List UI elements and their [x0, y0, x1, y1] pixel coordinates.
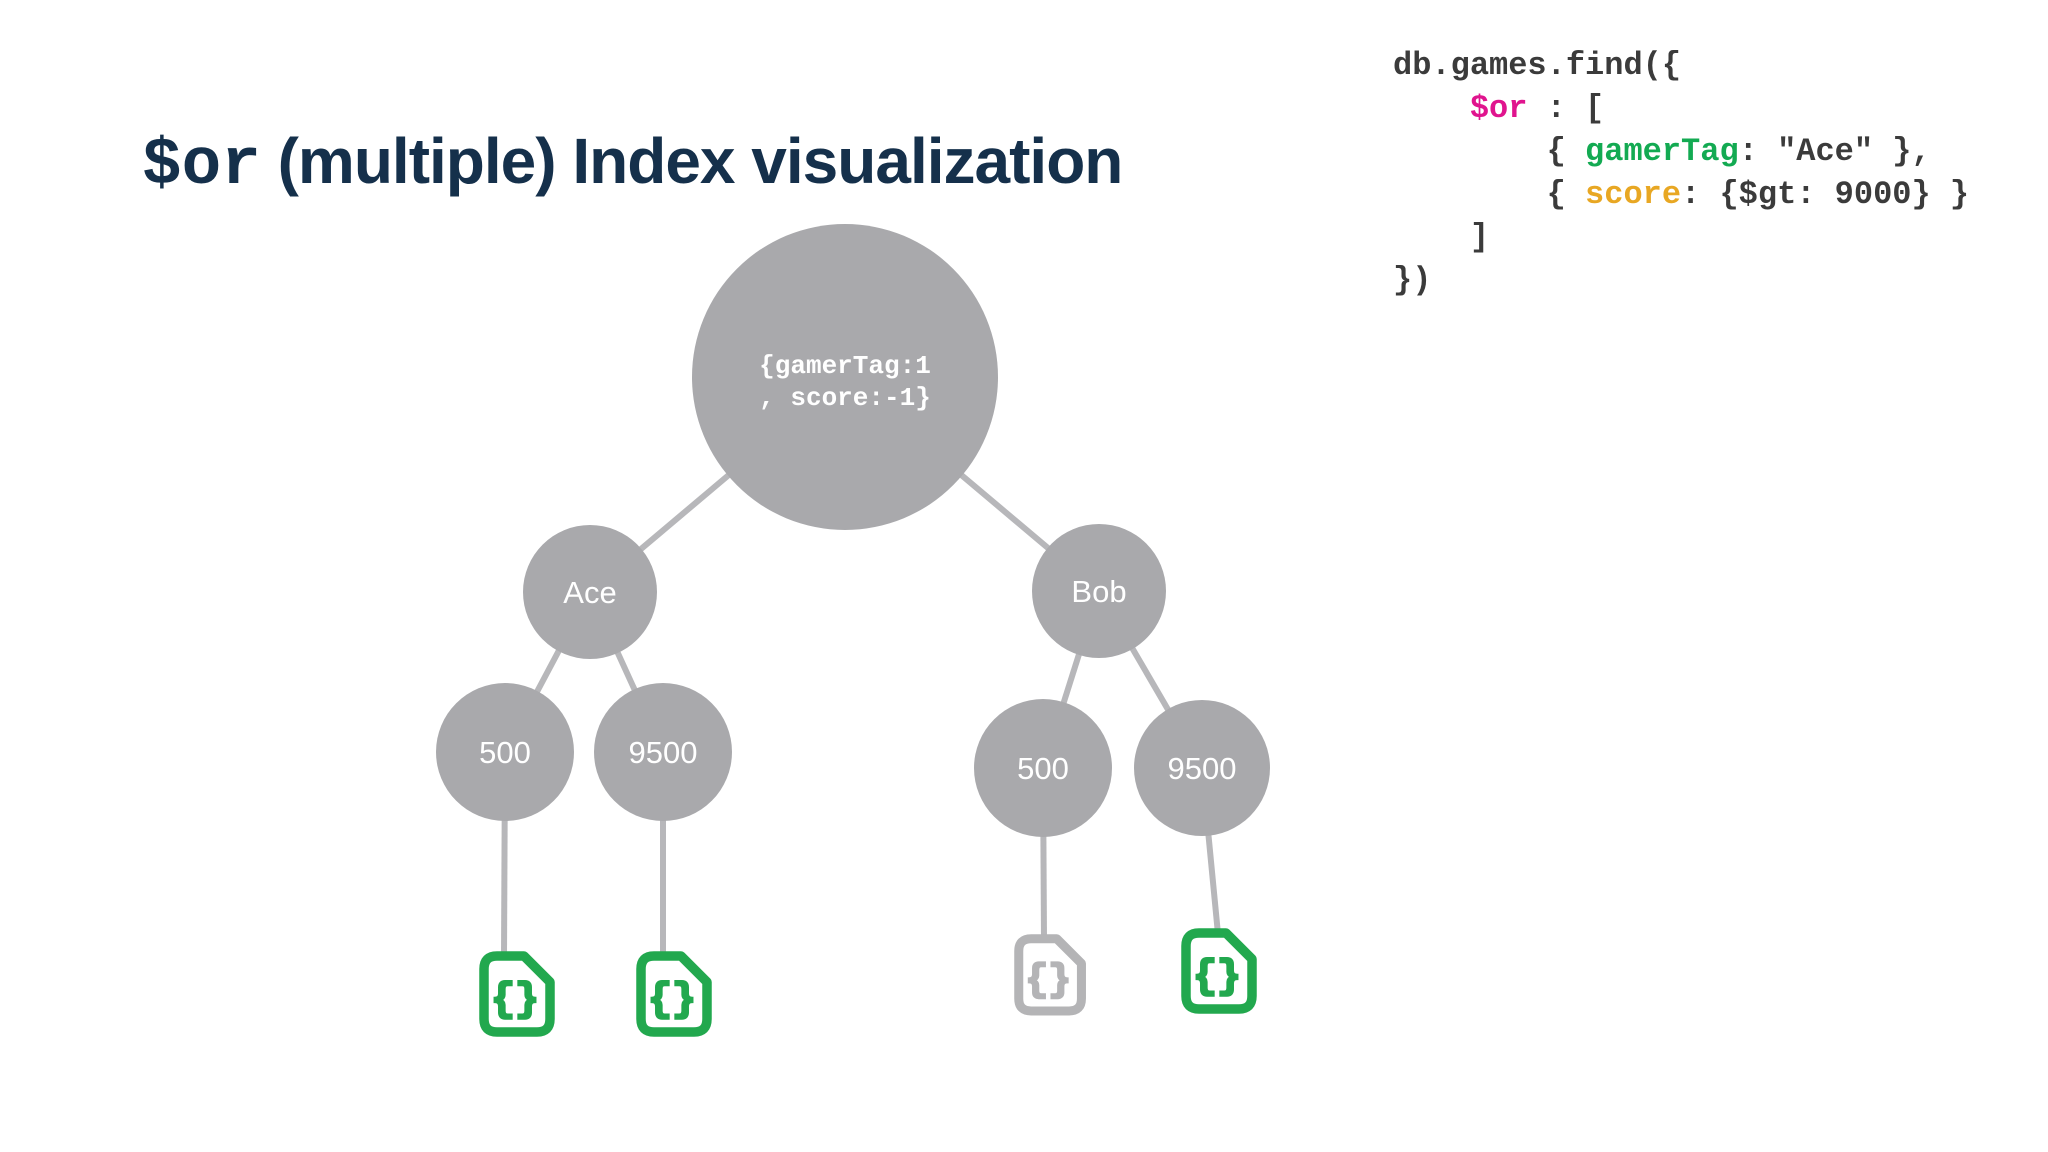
tree-nodes: {gamerTag:1 , score:-1} Ace Bob 500 9500… [436, 224, 1270, 837]
node-bob [1032, 524, 1166, 658]
code-array-open: : [ [1527, 90, 1605, 127]
code-line-1: db.games.find({ [1393, 44, 1969, 87]
node-bob-9500 [1134, 700, 1270, 836]
node-ace-500 [436, 683, 574, 821]
node-ace-9500-label: 9500 [629, 735, 698, 770]
code-score-value: : {$gt: 9000} } [1681, 176, 1970, 213]
code-array-close: ] [1393, 219, 1490, 256]
code-line-4: { score: {$gt: 9000} } [1393, 173, 1969, 216]
document-icons [484, 933, 1252, 1032]
code-line-6: }) [1393, 259, 1969, 302]
code-gamertag-value: : "Ace" }, [1738, 133, 1931, 170]
document-icon-unmatched [1019, 939, 1082, 1011]
code-call-close: }) [1393, 262, 1432, 299]
code-brace-open-2: { [1393, 176, 1586, 213]
root-index-node [692, 224, 998, 530]
code-line-5: ] [1393, 216, 1969, 259]
code-brace-open: { [1393, 133, 1586, 170]
code-line-3: { gamerTag: "Ace" }, [1393, 130, 1969, 173]
node-bob-9500-label: 9500 [1168, 751, 1237, 786]
query-code-snippet: db.games.find({ $or : [ { gamerTag: "Ace… [1393, 44, 1969, 302]
title-operator-code: $or [142, 128, 261, 203]
node-bob-500-label: 500 [1017, 751, 1069, 786]
document-icon-matched-3 [1186, 933, 1252, 1009]
page-title: $or (multiple) Index visualization [142, 124, 1124, 203]
root-label-line2: , score:-1} [759, 383, 931, 413]
document-icon-matched-2 [641, 956, 707, 1032]
node-ace-500-label: 500 [479, 735, 531, 770]
node-ace-label: Ace [563, 575, 616, 610]
document-icon-matched-1 [484, 956, 550, 1032]
code-find-call: db.games.find({ [1393, 47, 1682, 84]
node-bob-500 [974, 699, 1112, 837]
code-score-key: score [1585, 176, 1682, 213]
title-text: (multiple) Index visualization [260, 125, 1124, 197]
code-gamertag-key: gamerTag [1585, 133, 1739, 170]
node-ace-9500 [594, 683, 732, 821]
code-line-2: $or : [ [1393, 87, 1969, 130]
node-ace [523, 525, 657, 659]
node-bob-label: Bob [1071, 574, 1126, 609]
code-or-operator: $or [1469, 90, 1528, 127]
root-label-line1: {gamerTag:1 [759, 351, 931, 381]
